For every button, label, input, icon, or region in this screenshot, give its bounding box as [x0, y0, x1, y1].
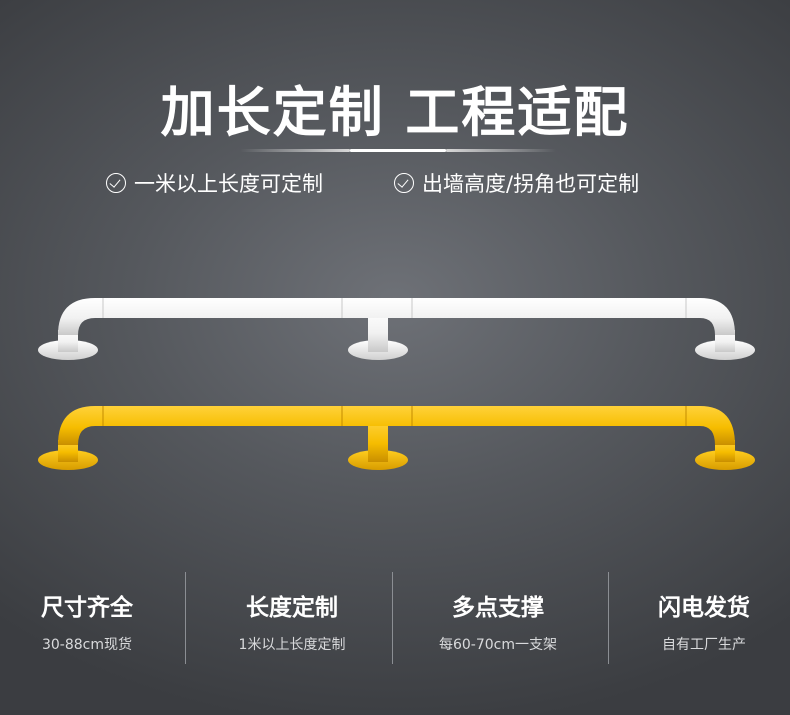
divider	[608, 572, 609, 664]
benefit-title: 长度定制	[246, 595, 338, 621]
benefit-item: 尺寸齐全 30-88cm现货	[2, 572, 172, 654]
benefit-title: 多点支撑	[452, 595, 544, 621]
benefit-subtitle: 自有工厂生产	[662, 637, 746, 653]
benefit-subtitle: 1米以上长度定制	[238, 637, 346, 653]
white-grab-rail	[38, 298, 755, 360]
check-circle-icon	[106, 173, 126, 193]
check-circle-icon	[394, 173, 414, 193]
yellow-grab-rail	[38, 406, 755, 470]
benefit-title: 尺寸齐全	[41, 595, 133, 621]
benefits-bar: 尺寸齐全 30-88cm现货 长度定制 1米以上长度定制 多点支撑 每60-70…	[0, 572, 790, 667]
title-underline-left	[240, 149, 350, 152]
divider	[392, 572, 393, 664]
benefit-subtitle: 每60-70cm一支架	[438, 637, 557, 653]
grab-rails-illustration	[38, 298, 755, 470]
benefit-item: 闪电发货 自有工厂生产	[619, 572, 789, 654]
benefit-item: 多点支撑 每60-70cm一支架	[413, 572, 583, 654]
feature-text: 出墙高度/拐角也可定制	[422, 172, 640, 196]
divider	[185, 572, 186, 664]
title-underline-right	[446, 149, 556, 152]
title-underline-center	[350, 149, 446, 152]
page-title: 加长定制 工程适配	[160, 81, 630, 144]
benefit-subtitle: 30-88cm现货	[41, 637, 132, 653]
benefit-item: 长度定制 1米以上长度定制	[207, 572, 377, 654]
benefit-title: 闪电发货	[658, 595, 750, 621]
feature-text: 一米以上长度可定制	[134, 172, 323, 196]
feature-item: 一米以上长度可定制	[106, 168, 323, 198]
feature-item: 出墙高度/拐角也可定制	[394, 168, 639, 198]
